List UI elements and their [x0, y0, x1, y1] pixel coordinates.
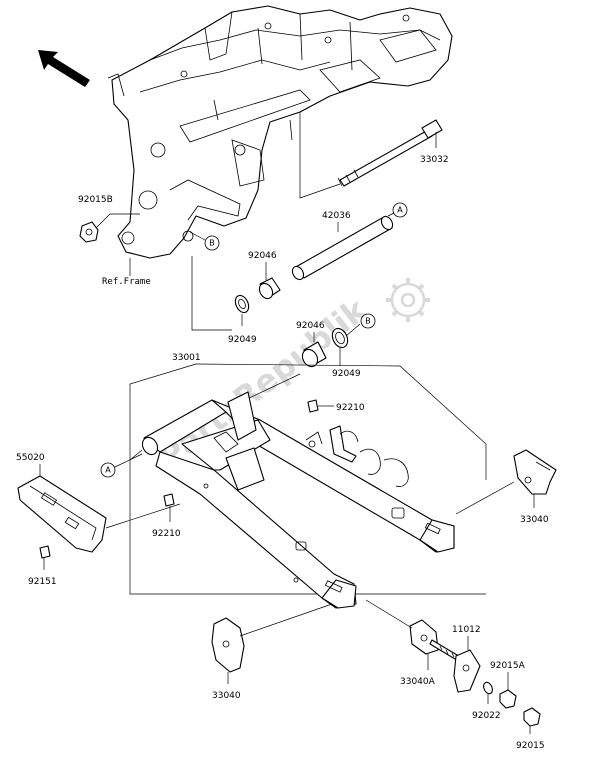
part-label-92015: 92015: [516, 741, 545, 751]
callout-b-swingarm-text: B: [365, 317, 371, 326]
callout-b-swingarm: [360, 313, 376, 329]
part-label-92046-lower: 92046: [296, 321, 325, 331]
sleeve-42036: [291, 215, 394, 281]
part-label-92151: 92151: [28, 577, 57, 587]
part-label-92049-lower: 92049: [332, 369, 361, 379]
callout-a-sleeve-text: A: [397, 206, 403, 215]
part-label-92210-left: 92210: [152, 529, 181, 539]
part-label-92015A: 92015A: [490, 661, 526, 671]
part-label-92049-upper: 92049: [228, 335, 257, 345]
bolt-92151: [39, 545, 51, 559]
bolt-92210-left: [163, 493, 175, 507]
callout-b-frame-text: B: [209, 239, 215, 248]
part-label-92210-upper: 92210: [336, 403, 365, 413]
part-label-33040-left: 33040: [212, 691, 241, 701]
chain-adjuster-33040-left: [211, 617, 245, 673]
part-label-92046-upper: 92046: [248, 251, 277, 261]
bearing-92046-upper: [258, 277, 281, 300]
chain-adjuster-33040A: [409, 619, 463, 663]
bearing-92046-lower: [301, 341, 327, 368]
callout-a-swingarm: [100, 462, 116, 478]
part-label-33001: 33001: [172, 353, 201, 363]
bolt-92210-upper: [307, 399, 319, 413]
chain-guide-55020: [17, 475, 107, 553]
part-label-33032: 33032: [420, 155, 449, 165]
part-label-92022: 92022: [472, 711, 501, 721]
frame-reference-label: Ref.Frame: [102, 277, 151, 287]
nut-92015B: [79, 221, 99, 243]
part-label-11012: 11012: [452, 625, 481, 635]
part-label-92015B: 92015B: [78, 195, 113, 205]
washer-92022: [483, 681, 493, 695]
swingarm-33001: [141, 391, 455, 609]
plate-11012: [453, 649, 481, 693]
nut-92015A: [499, 689, 517, 709]
part-label-33040A: 33040A: [400, 677, 436, 687]
chain-adjuster-33040-right: [513, 449, 557, 495]
nut-92015: [523, 707, 541, 727]
part-label-33040-right: 33040: [520, 515, 549, 525]
gear-watermark-icon: [386, 278, 430, 322]
callout-a-sleeve: [392, 202, 408, 218]
callout-a-swingarm-text: A: [105, 466, 111, 475]
main-frame: [107, 5, 453, 259]
part-label-42036: 42036: [322, 211, 351, 221]
pivot-shaft-33032: [337, 119, 443, 187]
direction-arrow-icon: [38, 50, 90, 87]
seal-92049-upper: [234, 294, 250, 314]
part-label-55020: 55020: [16, 453, 45, 463]
callout-b-frame: [204, 235, 220, 251]
seal-92049-lower: [331, 327, 349, 349]
